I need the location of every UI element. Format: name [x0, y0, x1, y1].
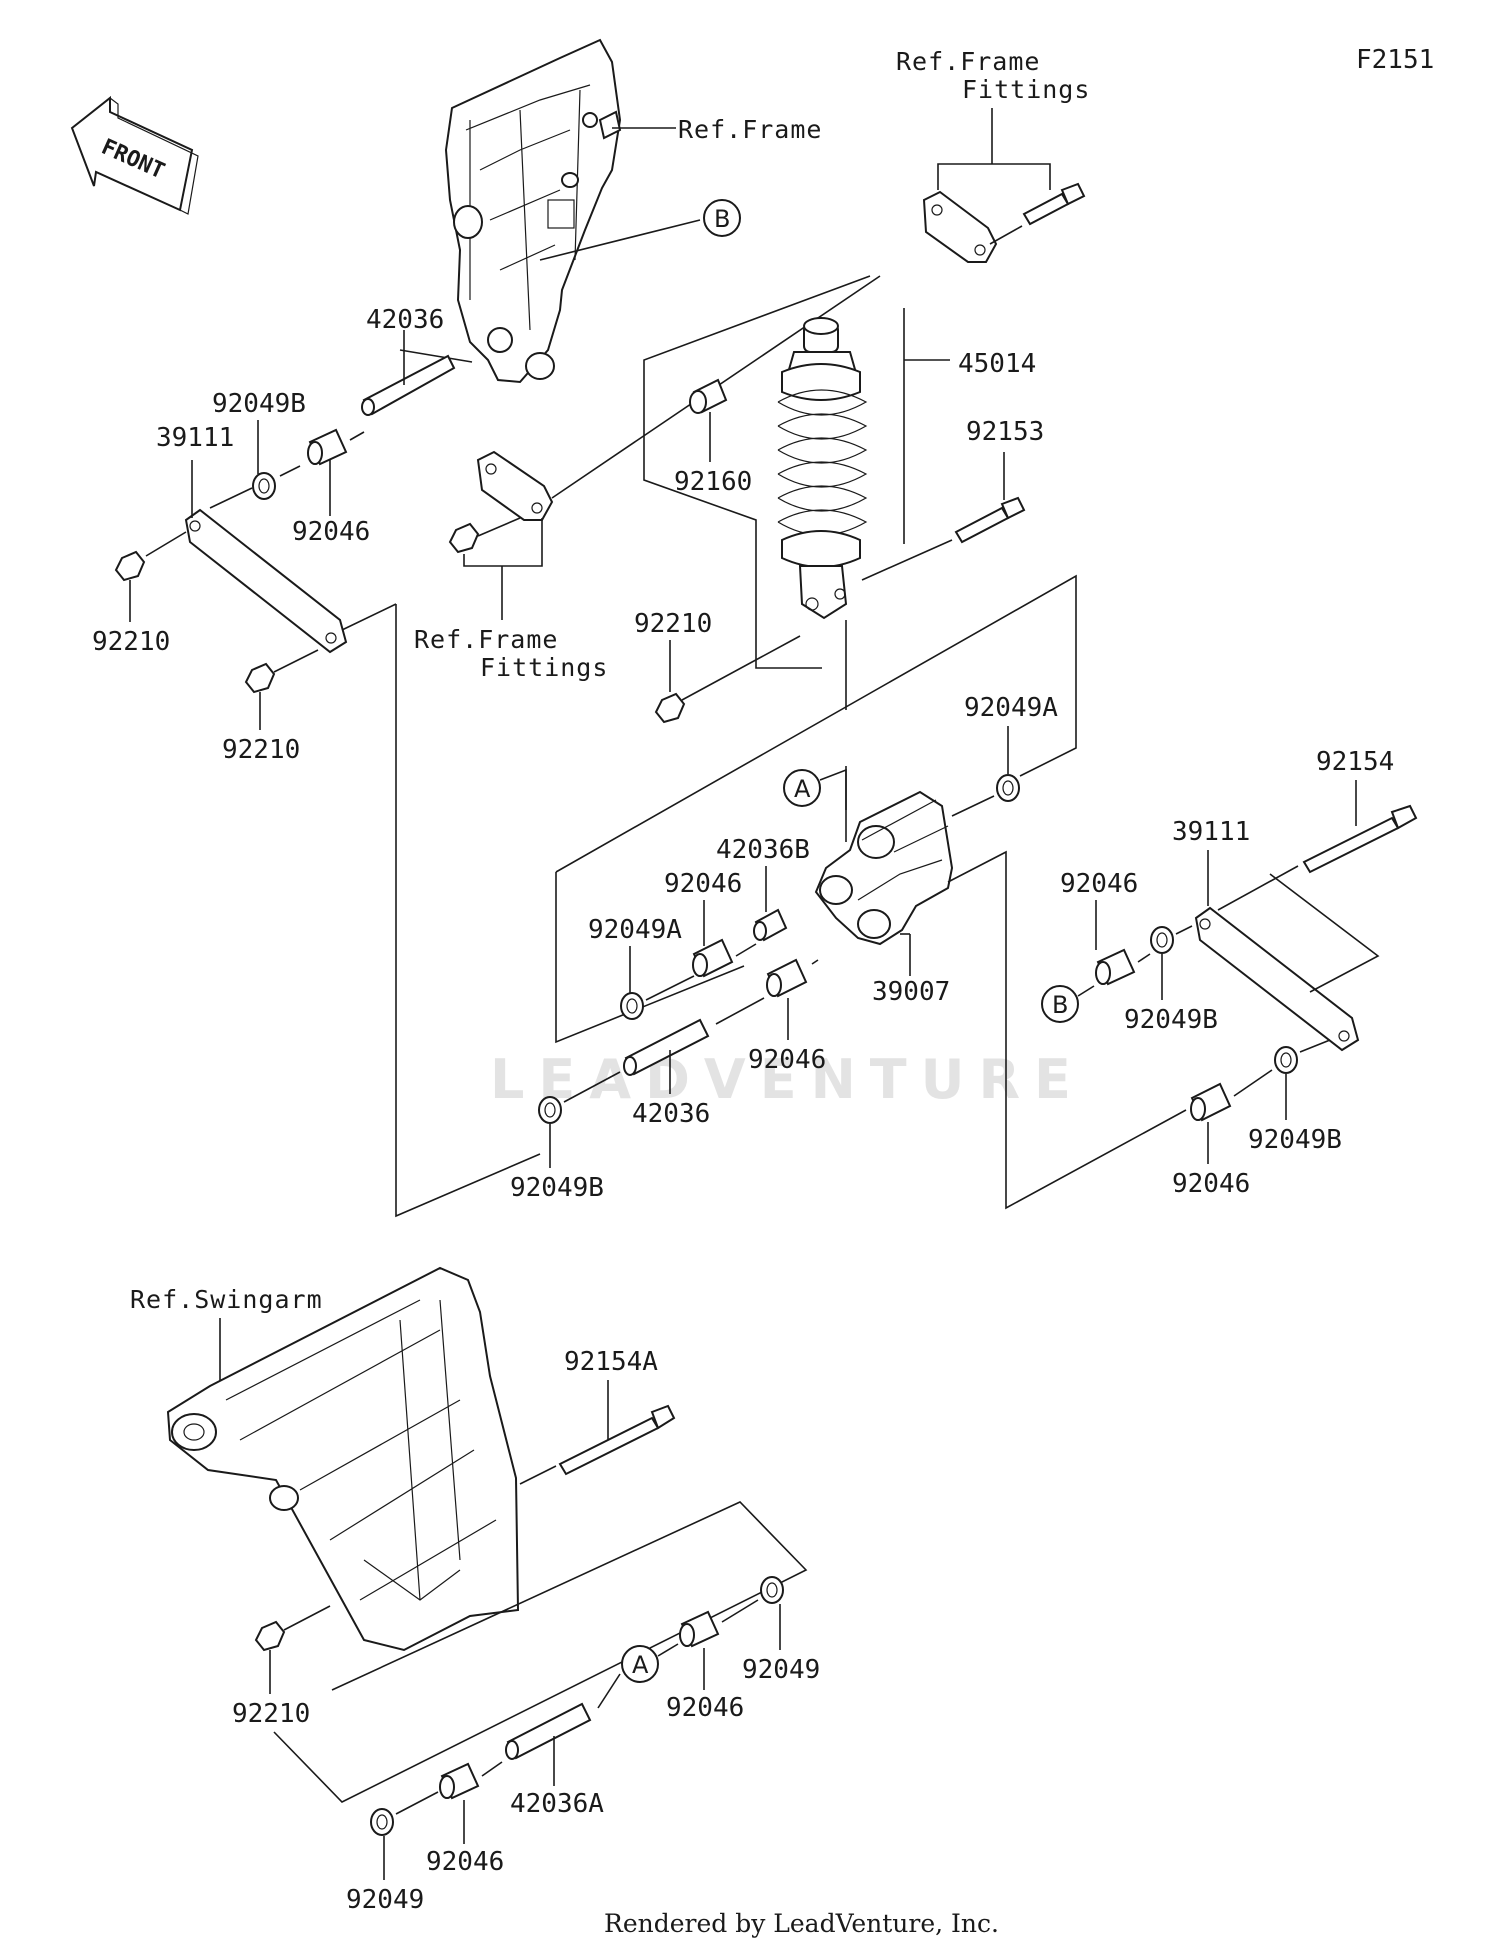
label-92046-bottom-left: 92046 [426, 1847, 504, 1877]
collar-42036-top [361, 354, 456, 416]
bolt-92153 [954, 496, 1026, 544]
label-42036-top: 42036 [366, 305, 444, 335]
ref-frame-label: Ref.Frame [678, 115, 822, 144]
label-92046-bottom-right: 92046 [666, 1693, 744, 1723]
label-92049A-right: 92049A [964, 693, 1058, 723]
ref-swingarm-label: Ref.Swingarm [130, 1285, 323, 1314]
label-92210-bottom: 92210 [232, 1699, 310, 1729]
callout-b-top: B [703, 199, 741, 237]
frame-bracket-drawing [444, 38, 622, 384]
label-92049A-left: 92049A [588, 915, 682, 945]
callout-b-right: B [1041, 985, 1079, 1023]
bearing-92046-right [1095, 948, 1136, 986]
label-92154: 92154 [1316, 747, 1394, 777]
seal-92049-bottom-left [370, 1808, 394, 1836]
watermark: LEADVENTURE [490, 1048, 1085, 1111]
link-39111-left [184, 508, 348, 654]
label-92049-bottom-left: 92049 [346, 1885, 424, 1915]
label-92046-mid-lower: 92046 [748, 1045, 826, 1075]
svg-text:B: B [714, 205, 730, 233]
seal-92049B-mid [538, 1096, 562, 1124]
nut-92210-bottom [254, 1620, 286, 1652]
label-92160: 92160 [674, 467, 752, 497]
nut-92210-left-lower [244, 662, 276, 694]
seal-92049-bottom-right [760, 1576, 784, 1604]
bearing-92046-bottom-right [679, 1610, 720, 1648]
label-92049-bottom-right: 92049 [742, 1655, 820, 1685]
front-arrow-icon: FRONT [70, 95, 199, 215]
seal-92049A-left [620, 992, 644, 1020]
shock-absorber-drawing [777, 317, 868, 620]
label-45014: 45014 [958, 349, 1036, 379]
label-42036A: 42036A [510, 1789, 604, 1819]
label-92210-left: 92210 [92, 627, 170, 657]
bearing-92046-mid [692, 938, 734, 978]
label-92049B-mid: 92049B [510, 1173, 604, 1203]
ref-frame-fittings-top-2: Fittings [962, 75, 1090, 104]
seal-92049A-right [996, 774, 1020, 802]
bushing-92160 [689, 378, 728, 414]
label-39111-left: 39111 [156, 423, 234, 453]
label-92046-right-lower: 92046 [1172, 1169, 1250, 1199]
footer-credit: Rendered by LeadVenture, Inc. [604, 1909, 999, 1938]
seal-92049B-top [252, 472, 276, 500]
label-42036B: 42036B [716, 835, 810, 865]
link-39111-right [1194, 906, 1360, 1052]
bearing-92046-left [307, 428, 348, 466]
label-92210-left-lower: 92210 [222, 735, 300, 765]
callout-a-bottom: A [621, 1645, 659, 1683]
label-92046-left: 92046 [292, 517, 370, 547]
frame-fitting-plate-top [922, 190, 998, 263]
collar-42036A [505, 1702, 592, 1760]
bearing-92046-mid-lower [766, 958, 808, 998]
callout-a-mid: A [783, 769, 821, 807]
label-92046-right: 92046 [1060, 869, 1138, 899]
swingarm-drawing [166, 1266, 520, 1652]
bearing-92046-right-lower [1190, 1082, 1232, 1122]
ref-frame-fittings-left-2: Fittings [480, 653, 608, 682]
label-39111-right: 39111 [1172, 817, 1250, 847]
svg-text:A: A [632, 1651, 649, 1679]
label-39007: 39007 [872, 977, 950, 1007]
label-92210-mid: 92210 [634, 609, 712, 639]
rocker-39007-drawing [814, 790, 954, 946]
label-92049B-right: 92049B [1124, 1005, 1218, 1035]
bolt-92154 [1302, 804, 1418, 874]
figure-code: F2151 [1356, 45, 1434, 75]
label-92154A: 92154A [564, 1347, 658, 1377]
bolt-92154A [558, 1404, 676, 1476]
bolt-top-right [1022, 182, 1086, 226]
nut-92210-mid [654, 692, 686, 724]
label-92049B-right-lower: 92049B [1248, 1125, 1342, 1155]
ref-frame-fittings-top-1: Ref.Frame [896, 47, 1040, 76]
label-92153: 92153 [966, 417, 1044, 447]
bearing-92046-bottom-left [439, 1762, 480, 1800]
label-92049B-top: 92049B [212, 389, 306, 419]
collar-42036-mid [623, 1018, 710, 1076]
frame-fitting-plate-left [476, 450, 554, 521]
ref-frame-fittings-left-1: Ref.Frame [414, 625, 558, 654]
label-42036-mid: 42036 [632, 1099, 710, 1129]
seal-92049B-right-lower [1274, 1046, 1298, 1074]
nut-92210-left [114, 550, 146, 582]
collar-42036B [753, 908, 788, 942]
seal-92049B-right [1150, 926, 1174, 954]
label-92046-mid: 92046 [664, 869, 742, 899]
nut-frame-fitting [448, 522, 480, 554]
svg-text:A: A [794, 775, 811, 803]
svg-text:B: B [1052, 991, 1068, 1019]
